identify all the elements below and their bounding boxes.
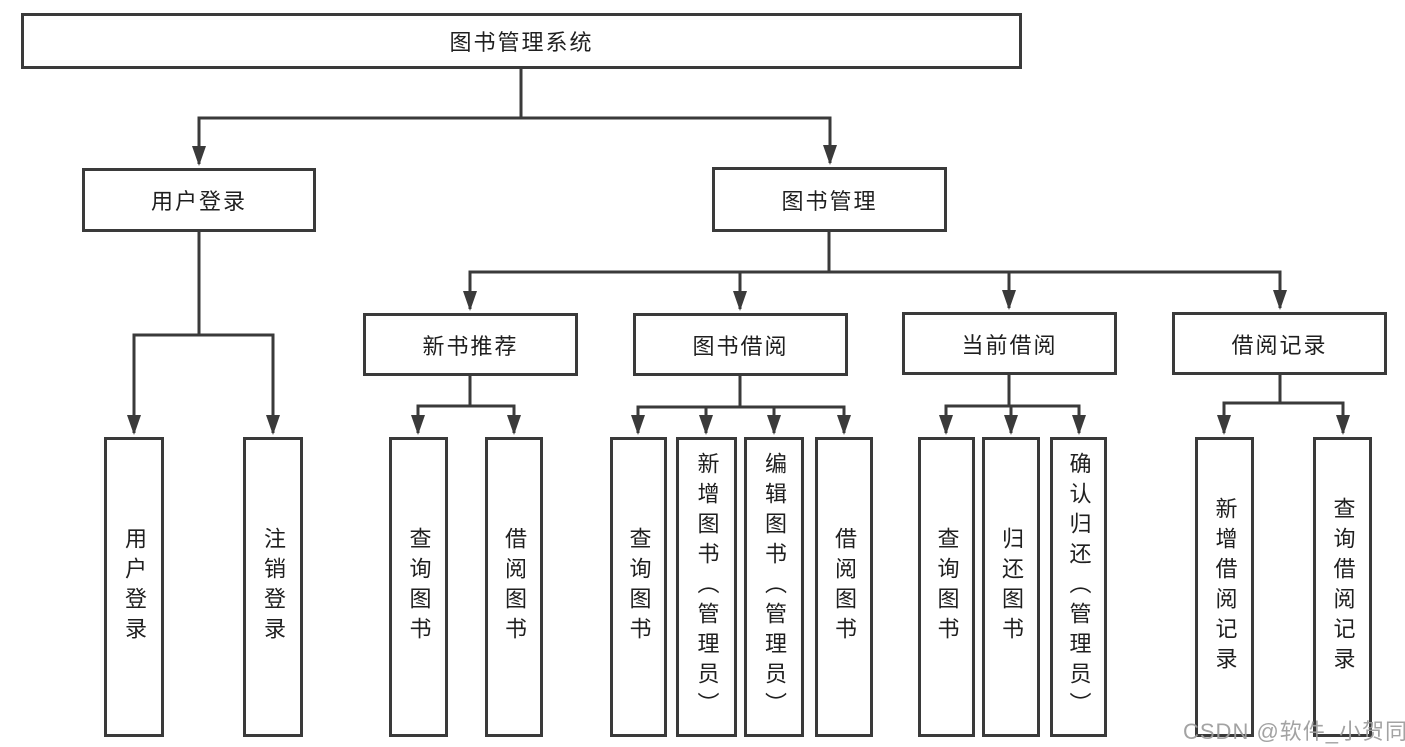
node-user-login-label: 用户登录: [150, 189, 247, 214]
watermark: CSDN @软件_小贺同学: [1183, 719, 1405, 744]
leaf-query-book-borrow: 查询图书: [610, 437, 667, 737]
leaf-add-book-admin: 新增图书（管理员）: [676, 437, 737, 737]
leaf-user-login-label: 用户登录: [122, 527, 147, 647]
leaf-logout: 注销登录: [243, 437, 303, 737]
node-root-label: 图书管理系统: [449, 30, 594, 55]
connector-book-management-children: [463, 232, 1287, 311]
leaf-query-book-current-label: 查询图书: [934, 527, 960, 647]
leaf-borrow-book-recommend-label: 借阅图书: [502, 527, 527, 647]
leaf-query-borrow-record: 查询借阅记录: [1313, 437, 1372, 737]
leaf-query-book-recommend-label: 查询图书: [406, 527, 432, 647]
node-current-borrow-label: 当前借阅: [961, 332, 1058, 358]
connector-root-to-level2: [192, 68, 837, 166]
leaf-add-borrow-record-label: 新增借阅记录: [1212, 497, 1238, 677]
connector-book-borrow-children: [631, 376, 851, 435]
node-borrow-record-label: 借阅记录: [1231, 332, 1328, 358]
leaf-add-borrow-record: 新增借阅记录: [1195, 437, 1254, 737]
node-new-book-recommend: 新书推荐: [363, 313, 578, 376]
connector-user-login-children: [127, 232, 280, 435]
leaf-query-borrow-record-label: 查询借阅记录: [1330, 497, 1356, 677]
leaf-query-book-current: 查询图书: [918, 437, 975, 737]
leaf-borrow-book-recommend: 借阅图书: [485, 437, 543, 737]
leaf-logout-label: 注销登录: [261, 527, 286, 647]
node-borrow-record: 借阅记录: [1172, 312, 1387, 375]
leaf-query-book-borrow-label: 查询图书: [626, 527, 652, 647]
node-current-borrow: 当前借阅: [902, 312, 1117, 375]
node-root: 图书管理系统: [21, 13, 1022, 69]
leaf-confirm-return-admin: 确认归还（管理员）: [1050, 437, 1107, 737]
leaf-return-book: 归还图书: [982, 437, 1040, 737]
node-user-login: 用户登录: [82, 168, 316, 232]
leaf-return-book-label: 归还图书: [999, 527, 1024, 647]
leaf-add-book-admin-label: 新增图书（管理员）: [694, 452, 720, 722]
leaf-edit-book-admin-label: 编辑图书（管理员）: [762, 452, 787, 722]
connector-current-borrow-children: [939, 375, 1086, 435]
node-book-borrow-label: 图书借阅: [692, 333, 789, 359]
node-book-management: 图书管理: [712, 167, 947, 232]
leaf-confirm-return-admin-label: 确认归还（管理员）: [1066, 452, 1092, 722]
leaf-edit-book-admin: 编辑图书（管理员）: [744, 437, 804, 737]
leaf-user-login: 用户登录: [104, 437, 164, 737]
connector-new-book-recommend-children: [411, 376, 521, 435]
leaf-query-book-recommend: 查询图书: [389, 437, 448, 737]
node-book-borrow: 图书借阅: [633, 313, 848, 376]
leaf-borrow-book-label: 借阅图书: [832, 527, 857, 647]
node-new-book-recommend-label: 新书推荐: [422, 333, 519, 359]
node-book-management-label: 图书管理: [781, 188, 878, 214]
connector-borrow-record-children: [1217, 375, 1350, 435]
leaf-borrow-book: 借阅图书: [815, 437, 873, 737]
